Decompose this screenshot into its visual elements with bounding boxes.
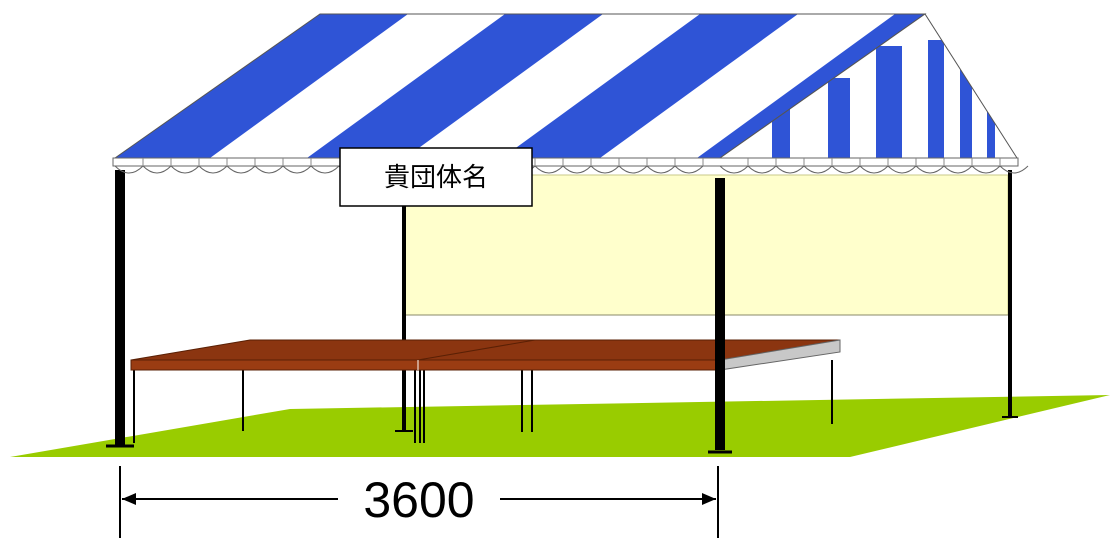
ground-lawn	[10, 395, 1110, 457]
canopy-valance	[112, 157, 1029, 174]
dimension-arrow-left	[122, 493, 136, 505]
table-top	[130, 339, 841, 361]
width-dimension: 3600	[119, 466, 719, 538]
sign-label: 貴団体名	[384, 163, 488, 193]
dimension-label: 3600	[363, 472, 474, 528]
stage-table	[130, 339, 841, 371]
canopy-roof-side	[718, 13, 1018, 159]
dimension-arrow-right	[702, 493, 716, 505]
table-front-edge	[130, 359, 721, 371]
organization-sign: 貴団体名	[339, 147, 533, 207]
canopy-roof-front	[113, 13, 927, 159]
front-poles	[106, 170, 732, 454]
table-legs	[133, 360, 833, 443]
back-poles	[395, 170, 1018, 432]
